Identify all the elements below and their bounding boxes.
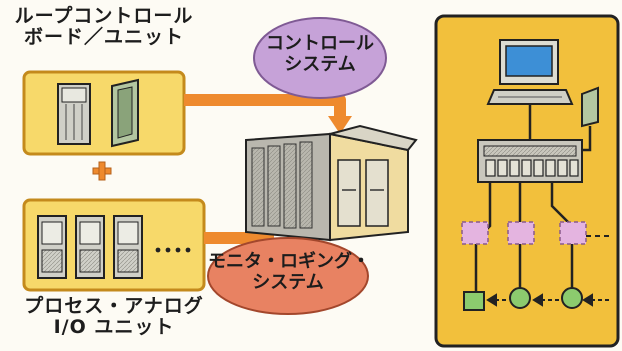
controller-rack-icon [477,139,583,183]
loop-board-title-line2: ボード／ユニット [23,25,184,48]
io-terminal-group [461,221,612,245]
process-io-title-line1: プロセス・アナログ [24,295,204,317]
monitor-system-label-line2: システム [252,271,324,293]
control-system-label: コントロール システム [254,33,386,75]
loop-board-device-icon [57,83,91,145]
loop-board-card-icon [111,78,139,148]
monitor-system-bubble [207,237,369,315]
loop-board-title: ループコントロール ボード／ユニット [14,6,194,48]
plus-icon [92,161,112,181]
field-sensor-circle-icon [509,287,531,309]
control-system-label-line2: システム [284,53,356,75]
field-device-icon [581,86,599,128]
signal-arrows [486,293,612,307]
control-system-label-line1: コントロール [266,33,374,54]
io-module-icon [75,215,105,279]
io-module-icon [37,215,67,279]
io-module-icon [113,215,143,279]
monitor-system-label-line1: モニタ・ロギング・ [208,251,370,272]
loop-board-panel [22,70,186,156]
control-system-bubble [253,17,387,99]
monitor-system-label: モニタ・ロギング・ システム [208,251,370,293]
control-rack-icon [245,124,418,242]
process-io-title: プロセス・アナログ I/O ユニット [14,296,214,338]
field-sensor-square-icon [463,291,485,311]
arrow-top [184,94,352,134]
ellipsis-icon [155,247,191,253]
process-io-title-line2: I/O ユニット [53,315,175,338]
field-sensor-circle-icon [561,287,583,309]
loop-board-title-line1: ループコントロール [14,5,194,27]
computer-icon [486,39,574,105]
